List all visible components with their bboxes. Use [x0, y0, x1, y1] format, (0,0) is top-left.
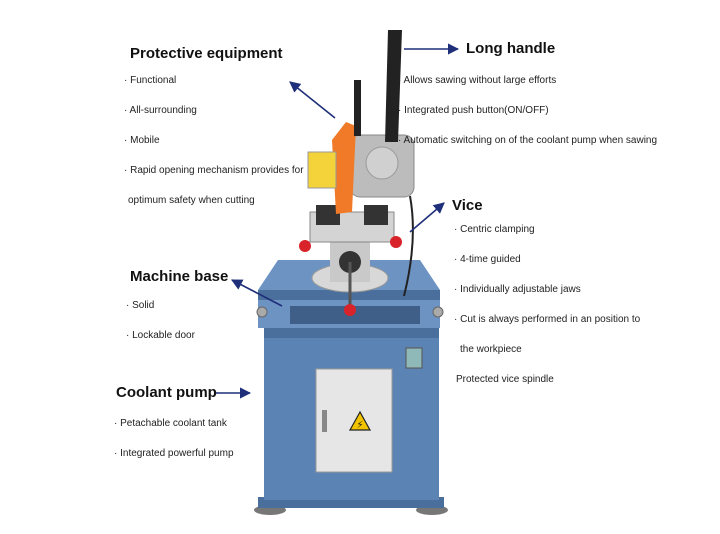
- safety-label: [307, 151, 337, 189]
- long-handle[interactable]: [385, 30, 402, 142]
- vice-item-2: · 4-time guided: [454, 254, 521, 265]
- coolant-item-2: · Integrated powerful pump: [114, 448, 234, 459]
- protective-item-4: · Rapid opening mechanism provides for: [124, 165, 304, 176]
- base-title: Machine base: [130, 268, 229, 285]
- cabinet-door[interactable]: [315, 368, 393, 473]
- vice-title: Vice: [452, 197, 483, 214]
- table-bolt-right: [432, 306, 444, 318]
- chip-tray: [290, 306, 420, 324]
- vice-knob-left[interactable]: [299, 240, 311, 252]
- base-item-2: · Lockable door: [126, 330, 195, 341]
- motor-cap: [365, 146, 399, 180]
- vice-item-1: · Centric clamping: [454, 224, 535, 235]
- vice-item-6: Protected vice spindle: [456, 374, 554, 385]
- cabinet-plinth: [258, 497, 444, 508]
- handle-item-1: · Allows sawing without large efforts: [398, 75, 557, 86]
- protective-item-5: optimum safety when cutting: [128, 195, 255, 206]
- spindle-knob[interactable]: [344, 304, 356, 316]
- protective-item-2: · All-surrounding: [124, 105, 197, 116]
- coolant-item-1: · Petachable coolant tank: [114, 418, 227, 429]
- cabinet-shade: [264, 328, 439, 338]
- svg-text:⚡: ⚡: [356, 420, 363, 431]
- warning-icon: [348, 410, 372, 431]
- handle-item-3: · Automatic switching on of the coolant …: [398, 135, 658, 146]
- handle-item-2: · Integrated push button(ON/OFF): [398, 105, 549, 116]
- arrow-vice: [409, 202, 445, 233]
- base-item-1: · Solid: [126, 300, 155, 311]
- door-latch[interactable]: [322, 410, 327, 432]
- coolant-title: Coolant pump: [116, 384, 217, 401]
- blade-guard[interactable]: [332, 122, 356, 214]
- vice-item-3: · Individually adjustable jaws: [454, 284, 581, 295]
- protective-item-1: · Functional: [124, 75, 177, 86]
- vice-knob-right[interactable]: [390, 236, 402, 248]
- switch-box[interactable]: [405, 347, 423, 369]
- protective-title: Protective equipment: [130, 45, 283, 62]
- vice-item-5: the workpiece: [460, 344, 522, 355]
- handle-title: Long handle: [466, 40, 556, 57]
- protective-item-3: · Mobile: [124, 135, 160, 146]
- short-handle[interactable]: [354, 80, 361, 136]
- coolant-hose: [403, 195, 414, 297]
- table-bolt-left: [256, 306, 268, 318]
- vice-item-4: · Cut is always performed in an position…: [454, 314, 641, 325]
- vice-jaw-right: [364, 205, 388, 225]
- vice-jaw-left: [316, 205, 340, 225]
- arrow-protective: [289, 81, 336, 119]
- arrow-base: [231, 279, 283, 307]
